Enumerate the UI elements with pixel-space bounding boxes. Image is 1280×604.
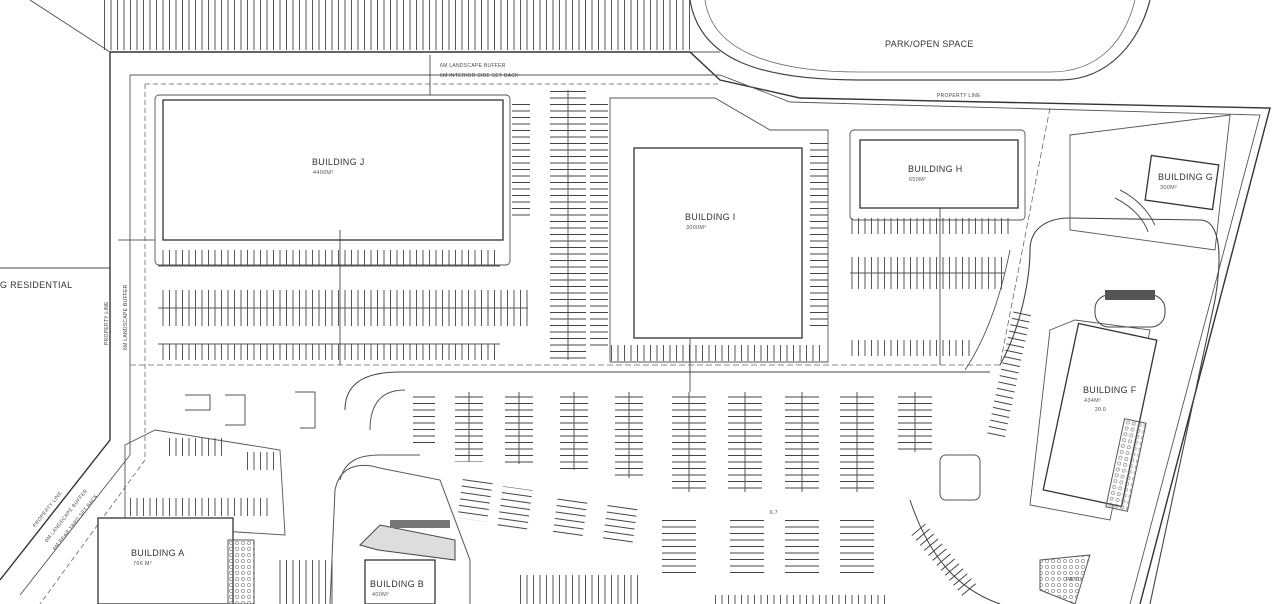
building-j-footprint bbox=[162, 99, 504, 241]
building-j-area: 4400M² bbox=[313, 170, 334, 176]
building-b-area: 400M² bbox=[372, 592, 390, 598]
building-j-label: BUILDING J bbox=[312, 157, 365, 167]
building-i-label: BUILDING I bbox=[685, 212, 736, 222]
patio-label: PATIO bbox=[1066, 577, 1082, 583]
building-a-footprint bbox=[97, 517, 234, 604]
north-stall-row bbox=[29, 0, 720, 53]
property-line bbox=[110, 51, 1271, 604]
building-h-label: BUILDING H bbox=[908, 164, 963, 174]
building-h-footprint bbox=[859, 139, 1019, 209]
building-b-footprint bbox=[364, 559, 436, 604]
landscape-buffer-note: 6M LANDSCAPE BUFFER bbox=[440, 63, 506, 69]
patio-hatch bbox=[1039, 554, 1091, 604]
property-line-left-note: PROPERTY LINE bbox=[104, 301, 110, 345]
park-boundary bbox=[689, 0, 1151, 81]
aisle-dimension: 6.7 bbox=[770, 510, 778, 516]
building-h-area: 650M² bbox=[909, 177, 927, 183]
building-a-area: 766 M² bbox=[133, 561, 152, 567]
building-g-area: 300M² bbox=[1160, 185, 1178, 191]
building-f-area: 434M² bbox=[1084, 398, 1102, 404]
landscape-buffer-left-note: 6M LANDSCAPE BUFFER bbox=[123, 284, 129, 350]
building-f-footprint bbox=[1042, 322, 1158, 508]
central-stall-rows bbox=[413, 392, 932, 575]
building-f-width-dimension: 20.0 bbox=[1095, 407, 1106, 413]
building-a-label: BUILDING A bbox=[131, 548, 185, 558]
setback-note: 6M INTERIOR SIDE SET BACK bbox=[440, 73, 519, 79]
building-g-footprint bbox=[1144, 154, 1220, 211]
building-i-footprint bbox=[633, 147, 803, 339]
residential-zone-label: G RESIDENTIAL bbox=[0, 280, 73, 290]
park-open-space-label: PARK/OPEN SPACE bbox=[885, 39, 974, 49]
building-f-label: BUILDING F bbox=[1083, 385, 1137, 395]
building-g-label: BUILDING G bbox=[1158, 172, 1214, 182]
building-b-label: BUILDING B bbox=[370, 579, 425, 589]
property-line-top-note: PROPERTY LINE bbox=[937, 93, 981, 99]
building-i-area: 3000M² bbox=[686, 225, 707, 231]
